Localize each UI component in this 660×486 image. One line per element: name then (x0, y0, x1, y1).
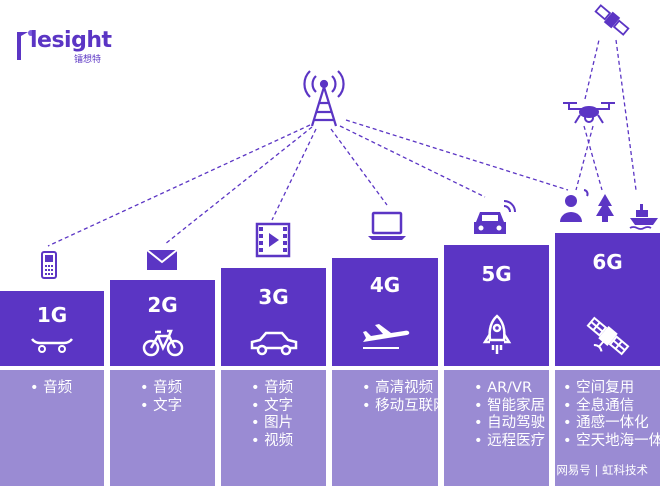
feature-item: 通感一体化 (563, 415, 660, 433)
drone-icon (563, 102, 615, 124)
generation-bar-6g: 6G (555, 233, 660, 366)
feature-item: 远程医疗 (474, 433, 549, 451)
logo-icon (17, 30, 34, 60)
feature-panel-5g: AR/VR智能家居自动驾驶远程医疗 (444, 370, 549, 486)
airplane-icon (359, 322, 411, 356)
generation-label: 2G (147, 293, 178, 317)
feature-item: 音频 (251, 380, 326, 398)
generation-label: 3G (258, 285, 289, 309)
generation-bar-1g: 1G (0, 291, 104, 366)
feature-item: 高清视频 (362, 380, 438, 398)
skateboard-icon (30, 333, 74, 359)
feature-panel-4g: 高清视频移动互联网 (332, 370, 448, 486)
feature-panel-3g: 音频文字图片视频 (221, 370, 326, 486)
rocket-icon (482, 314, 512, 362)
logo-subtext: 镭想特 (74, 55, 102, 65)
connection-lines (47, 39, 637, 247)
feature-item: 空天地海一体化 (563, 433, 660, 451)
feature-item: AR/VR (474, 380, 549, 398)
generation-label: 1G (36, 303, 68, 327)
feature-panel-1g: 音频 (0, 370, 104, 486)
person-tree-ship-icons (556, 188, 660, 234)
feature-item: 全息通信 (563, 398, 660, 416)
feature-item: 视频 (251, 433, 326, 451)
feature-panel-6g: 空间复用全息通信通感一体化空天地海一体化 (555, 370, 660, 486)
laptop-icon (366, 210, 408, 246)
feature-item: 图片 (251, 415, 326, 433)
generation-bar-5g: 5G (444, 245, 549, 366)
feature-item: 文字 (140, 398, 215, 416)
generation-label: 6G (592, 250, 623, 274)
mobile-phone-icon (40, 250, 58, 284)
logo-text: lesight (30, 28, 112, 53)
generation-bar-2g: 2G (110, 280, 215, 366)
generation-label: 4G (369, 273, 401, 297)
connected-car-icon (470, 200, 516, 244)
cell-tower-icon (303, 70, 345, 127)
satellite-top-icon (594, 4, 630, 36)
feature-item: 音频 (30, 380, 104, 398)
bicycle-icon (142, 328, 184, 362)
feature-item: 移动互联网 (362, 398, 448, 416)
generation-bar-3g: 3G (221, 268, 326, 366)
car-icon (248, 328, 300, 362)
feature-panel-2g: 音频文字 (110, 370, 215, 486)
video-play-icon (255, 222, 291, 262)
feature-item: 音频 (140, 380, 215, 398)
feature-item: 智能家居 (474, 398, 549, 416)
generation-bar-4g: 4G (332, 258, 438, 366)
feature-item: 自动驾驶 (474, 415, 549, 433)
generation-label: 5G (481, 262, 512, 286)
feature-item: 空间复用 (563, 380, 660, 398)
satellite-icon (584, 312, 632, 364)
envelope-icon (146, 248, 178, 276)
watermark: 网易号 | 虹科技术 (556, 463, 648, 477)
feature-item: 文字 (251, 398, 326, 416)
